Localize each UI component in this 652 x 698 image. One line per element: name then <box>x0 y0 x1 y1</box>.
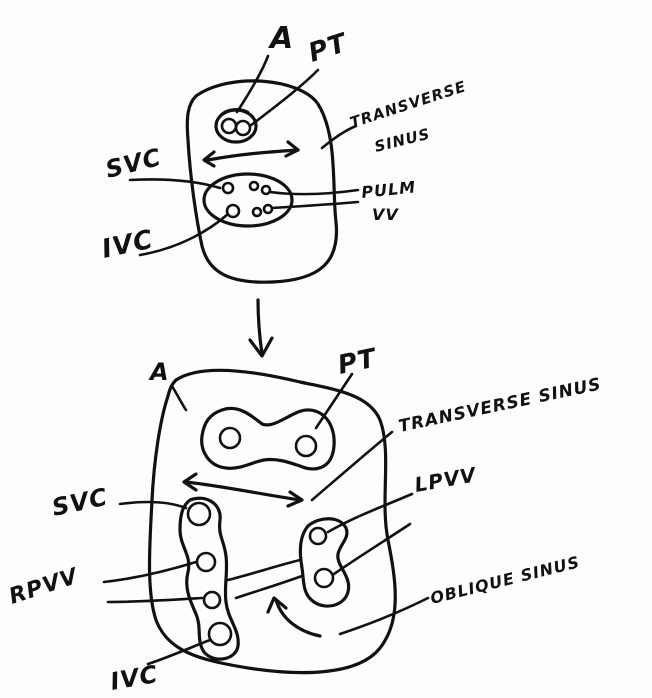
top-label-transverse-2: SINUS <box>373 125 433 156</box>
bottom-oblique-arrowhead <box>266 596 288 614</box>
bottom-oblique-sinus-arrow <box>274 598 322 638</box>
bottom-svc-vessel <box>186 501 212 527</box>
top-cuff-highlight <box>218 108 250 118</box>
top-transverse-sinus-arrow <box>206 148 300 162</box>
top-leader-ivc <box>138 212 230 257</box>
top-vein-2 <box>248 180 260 192</box>
top-label-svc: SVC <box>103 143 165 184</box>
top-label-pt: PT <box>305 28 352 69</box>
bottom-label-svc: SVC <box>49 483 110 522</box>
bottom-pericardium-outline <box>147 368 397 675</box>
bottom-label-lpvv: LPVV <box>413 462 479 497</box>
top-vein-3 <box>260 184 272 196</box>
bottom-leader-transverse <box>310 430 394 502</box>
bottom-aorta-vessel <box>218 426 242 450</box>
bottom-lpvv-lower-vessel <box>313 567 335 589</box>
bottom-leader-ivc <box>146 638 212 666</box>
bottom-label-transverse-sinus: TRANSVERSE SINUS <box>397 374 603 437</box>
top-arrowhead-right <box>284 140 300 158</box>
top-label-ivc: IVC <box>99 225 156 265</box>
transition-arrow <box>248 298 274 358</box>
bottom-leader-rpvv-4 <box>234 574 304 600</box>
top-heart-diagram: A PT SVC IVC TRANSVERSE SINUS PULM VV <box>99 21 469 284</box>
top-venous-cuff <box>202 172 294 228</box>
bottom-label-a: A <box>148 358 170 386</box>
bottom-arterial-cuff <box>200 406 336 471</box>
bottom-leader-rpvv-1 <box>102 560 198 584</box>
top-label-a: A <box>268 21 294 56</box>
bottom-rpvv-lower-vessel <box>202 590 222 610</box>
bottom-leader-rpvv-2 <box>106 596 204 604</box>
top-leader-pulm-2 <box>270 200 360 210</box>
bottom-label-rpvv: RPVV <box>6 564 82 610</box>
top-leader-pulm-1 <box>268 188 360 196</box>
down-arrow-head <box>248 336 274 358</box>
bottom-lpvv-upper-vessel <box>308 526 328 546</box>
bottom-arrowhead-right <box>286 490 304 508</box>
down-arrow-shaft <box>256 298 264 356</box>
top-aorta-vessel <box>220 117 238 135</box>
bottom-leader-oblique <box>338 596 430 636</box>
top-leader-pt <box>248 68 320 128</box>
bottom-right-venous-reflection <box>178 496 240 661</box>
top-vein-1 <box>221 181 235 195</box>
bottom-arrowhead-left <box>182 472 198 492</box>
top-vein-5 <box>251 206 263 218</box>
bottom-ivc-vessel <box>207 621 233 647</box>
top-leader-svc <box>128 178 222 190</box>
top-vein-4 <box>225 203 241 219</box>
bottom-rpvv-upper-vessel <box>195 551 217 573</box>
bottom-left-venous-reflection <box>298 517 351 608</box>
top-label-transverse-1: TRANSVERSE <box>348 77 469 132</box>
bottom-transverse-sinus-arrow <box>184 480 302 502</box>
top-label-vv: VV <box>372 205 399 224</box>
bottom-label-pt: PT <box>335 343 380 381</box>
bottom-heart-diagram: A PT TRANSVERSE SINUS SVC LPVV RPVV OBLI… <box>6 343 603 696</box>
top-leader-a <box>235 54 270 114</box>
top-pulmonary-trunk-vessel <box>234 119 252 137</box>
bottom-leader-lpvv-2 <box>332 522 412 576</box>
bottom-label-ivc: IVC <box>108 660 160 696</box>
bottom-leader-a <box>170 384 188 412</box>
bottom-leader-pt <box>314 372 354 430</box>
top-arrowhead-left <box>202 150 216 168</box>
bottom-leader-lpvv-1 <box>326 492 414 534</box>
bottom-label-oblique-sinus: OBLIQUE SINUS <box>428 552 581 608</box>
bottom-pulmonary-trunk-vessel <box>294 434 318 458</box>
top-leader-transverse <box>320 124 358 150</box>
bottom-leader-svc <box>118 500 188 510</box>
top-label-pulm: PULM <box>360 177 417 202</box>
top-pericardium-outline <box>185 79 339 284</box>
top-vein-6 <box>262 203 274 215</box>
bottom-leader-rpvv-3 <box>226 558 302 582</box>
